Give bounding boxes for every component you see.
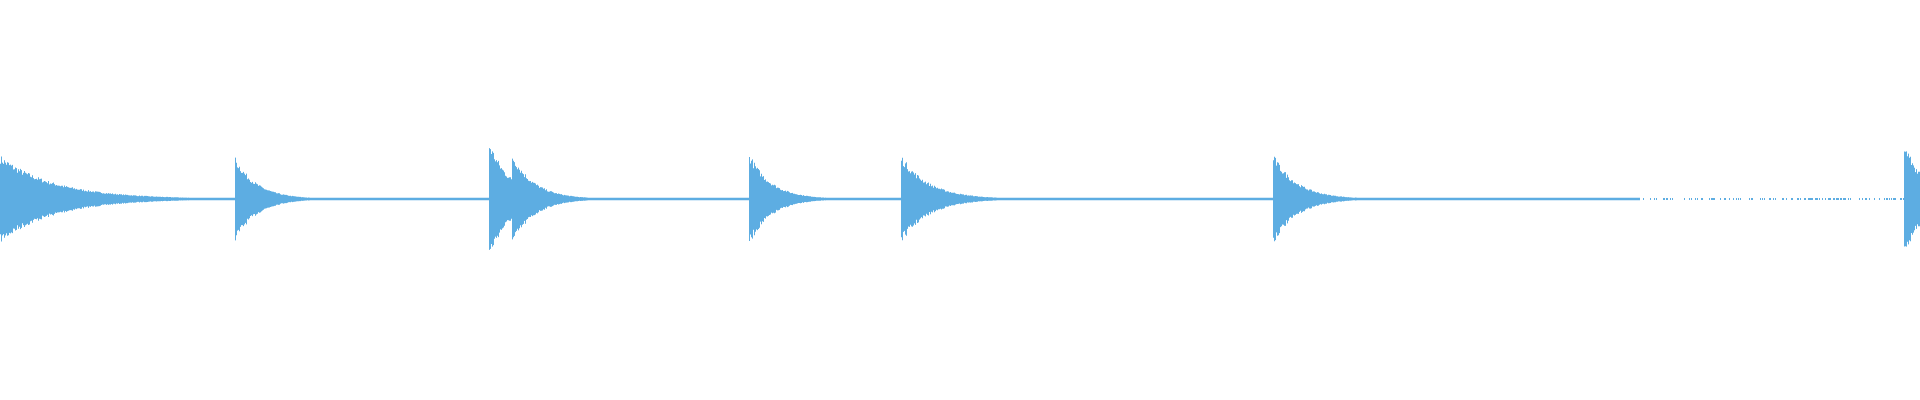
waveform-trace — [0, 148, 1920, 250]
